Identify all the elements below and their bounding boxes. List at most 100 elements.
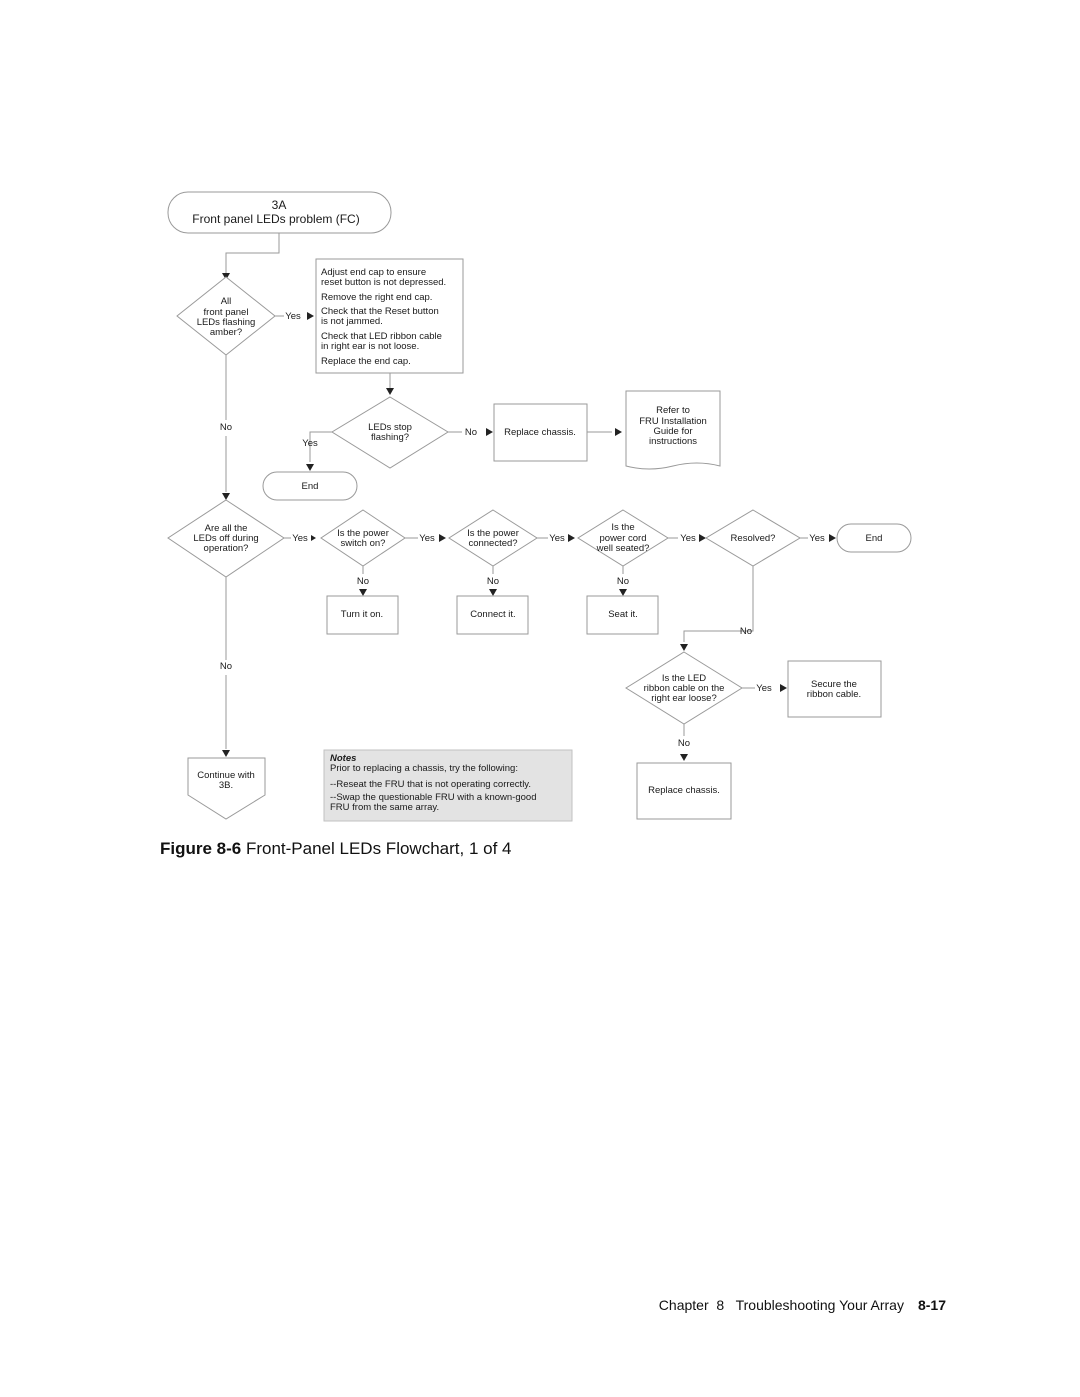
arrowhead	[222, 493, 230, 500]
arrowhead	[439, 534, 446, 542]
process-text: Seat it.	[608, 609, 638, 620]
process-text: Secure the	[811, 679, 857, 690]
yes-label: Yes	[549, 533, 565, 544]
process-secure-ribbon-cable: Secure the ribbon cable.	[787, 660, 882, 718]
footer-page-number: 8-17	[917, 1297, 946, 1313]
arrowhead	[699, 534, 706, 542]
process-text: Check that LED ribbon cable	[321, 331, 442, 342]
decision-text: LEDs off during	[193, 533, 258, 544]
decision-text: amber?	[210, 327, 242, 338]
notes-line: --Swap the questionable FRU with a known…	[330, 792, 536, 803]
decision-all-leds-off: Are all the LEDs off during operation?	[167, 499, 285, 578]
process-endcap-check: Adjust end cap to ensure reset button is…	[315, 258, 464, 374]
start-label-id: 3A	[272, 198, 287, 212]
document-refer-fru-guide: Refer to FRU Installation Guide for inst…	[625, 390, 721, 470]
arrowhead	[306, 464, 314, 471]
decision-text: switch on?	[341, 538, 386, 549]
terminator-text: End	[302, 481, 319, 492]
no-label: No	[220, 661, 232, 672]
decision-text: right ear loose?	[651, 693, 716, 704]
decision-text: Are all the	[205, 523, 248, 534]
terminator-text: End	[866, 533, 883, 544]
arrowhead	[222, 750, 230, 757]
decision-text: well seated?	[596, 543, 650, 554]
yes-label: Yes	[419, 533, 435, 544]
arrowhead	[307, 312, 314, 320]
process-text: Remove the right end cap.	[321, 292, 432, 303]
process-replace-chassis-1: Replace chassis.	[493, 403, 588, 462]
decision-power-switch-on: Is the power switch on?	[320, 509, 406, 567]
document-text: FRU Installation	[639, 416, 707, 427]
process-text: Check that the Reset button	[321, 306, 439, 317]
figure-label: Figure 8-6	[160, 839, 242, 858]
no-label: No	[220, 422, 232, 433]
process-replace-chassis-2: Replace chassis.	[636, 762, 732, 820]
notes-title: Notes	[330, 753, 356, 764]
arrowhead	[829, 534, 836, 542]
footer-chapter: Chapter 8 Troubleshooting Your Array	[658, 1297, 904, 1313]
yes-label: Yes	[680, 533, 696, 544]
process-turn-it-on: Turn it on.	[326, 595, 399, 635]
no-label: No	[678, 738, 690, 749]
document-text: Guide for	[653, 426, 692, 437]
start-label-title: Front panel LEDs problem (FC)	[192, 212, 359, 226]
arrowhead	[680, 644, 688, 651]
arrowhead	[680, 754, 688, 761]
end-terminator-2: End	[836, 523, 912, 553]
decision-text: flashing?	[371, 432, 409, 443]
yes-label: Yes	[302, 438, 318, 449]
arrowhead	[615, 428, 622, 436]
process-text: ribbon cable.	[807, 689, 861, 700]
decision-text: LEDs flashing	[197, 317, 256, 328]
decision-power-connected: Is the power connected?	[448, 509, 538, 567]
document-text: instructions	[649, 436, 697, 447]
process-text: Replace chassis.	[504, 427, 576, 438]
document-text: Refer to	[656, 405, 690, 416]
process-text: Replace the end cap.	[321, 356, 411, 367]
notes-line: FRU from the same array.	[330, 802, 439, 813]
decision-text: operation?	[204, 543, 249, 554]
arrowhead	[489, 589, 497, 596]
no-label: No	[487, 576, 499, 587]
process-text: Adjust end cap to ensure	[321, 267, 426, 278]
arrowhead	[568, 534, 575, 542]
decision-text: Is the	[611, 522, 634, 533]
end-terminator-1: End	[262, 471, 358, 501]
process-text: Replace chassis.	[648, 785, 720, 796]
no-label: No	[465, 427, 477, 438]
arrowhead	[386, 388, 394, 395]
no-label: No	[740, 626, 752, 637]
decision-resolved: Resolved?	[705, 509, 801, 567]
decision-text: ribbon cable on the	[644, 683, 725, 694]
no-label: No	[357, 576, 369, 587]
yes-label: Yes	[809, 533, 825, 544]
decision-power-cord-seated: Is the power cord well seated?	[577, 509, 669, 567]
page-footer: Chapter 8 Troubleshooting Your Array 8-17	[659, 1297, 946, 1313]
arrowhead	[311, 535, 316, 541]
decision-text: power cord	[600, 533, 647, 544]
decision-ribbon-cable-loose: Is the LED ribbon cable on the right ear…	[625, 651, 743, 725]
figure-title: Front-Panel LEDs Flowchart, 1 of 4	[241, 839, 512, 858]
notes-line: --Reseat the FRU that is not operating c…	[330, 779, 531, 790]
connector-text: Continue with	[197, 770, 255, 781]
figure-caption: Figure 8-6 Front-Panel LEDs Flowchart, 1…	[160, 839, 511, 859]
yes-label: Yes	[292, 533, 308, 544]
arrowhead	[359, 589, 367, 596]
decision-text: connected?	[468, 538, 517, 549]
decision-text: Is the power	[337, 528, 389, 539]
decision-text: Resolved?	[731, 533, 776, 544]
yes-label: Yes	[756, 683, 772, 694]
process-seat-it: Seat it.	[586, 595, 659, 635]
decision-text: All	[221, 296, 232, 307]
process-text: Connect it.	[470, 609, 515, 620]
process-text: reset button is not depressed.	[321, 277, 446, 288]
yes-label: Yes	[285, 311, 301, 322]
start-terminator: 3A Front panel LEDs problem (FC)	[167, 191, 392, 234]
offpage-connector-continue-3b: Continue with 3B.	[187, 757, 266, 820]
decision-text: front panel	[204, 307, 249, 318]
decision-text: LEDs stop	[368, 422, 412, 433]
no-label: No	[617, 576, 629, 587]
process-connect-it: Connect it.	[456, 595, 529, 635]
decision-all-leds-flashing: All front panel LEDs flashing amber?	[176, 276, 276, 356]
